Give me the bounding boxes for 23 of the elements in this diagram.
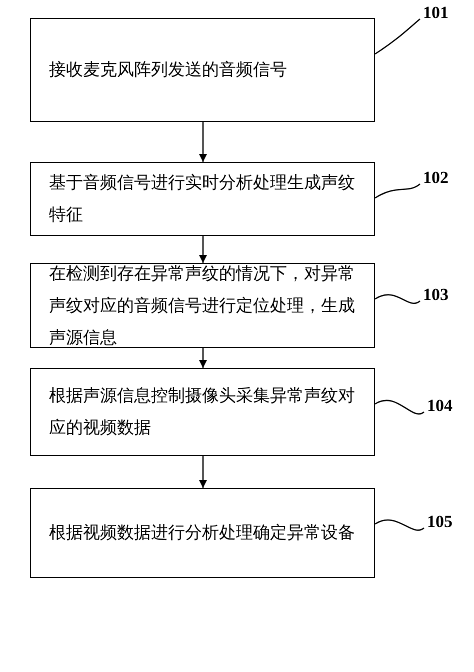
arrow	[199, 348, 207, 368]
leader-line	[374, 400, 424, 414]
arrow	[199, 236, 207, 263]
leader-line	[374, 519, 424, 531]
step-text: 在检测到存在异常声纹的情况下，对异常声纹对应的音频信号进行定位处理，生成声源信息	[49, 262, 356, 348]
process-box	[30, 488, 375, 578]
step-number: 103	[423, 285, 448, 305]
process-box	[30, 162, 375, 236]
leader-line	[374, 183, 420, 199]
process-box	[30, 18, 375, 122]
step-text: 接收麦克风阵列发送的音频信号	[49, 59, 287, 81]
arrow	[199, 122, 207, 162]
step-number: 101	[423, 3, 448, 23]
step-text: 根据声源信息控制摄像头采集异常声纹对应的视频数据	[49, 385, 356, 439]
step-number: 102	[423, 168, 448, 188]
process-box	[30, 368, 375, 456]
leader-line	[374, 294, 420, 304]
arrow	[199, 456, 207, 488]
leader-line	[374, 18, 420, 55]
step-text: 根据视频数据进行分析处理确定异常设备	[49, 522, 355, 544]
step-number: 104	[427, 396, 452, 416]
step-text: 基于音频信号进行实时分析处理生成声纹特征	[49, 172, 356, 226]
step-number: 105	[427, 512, 452, 532]
